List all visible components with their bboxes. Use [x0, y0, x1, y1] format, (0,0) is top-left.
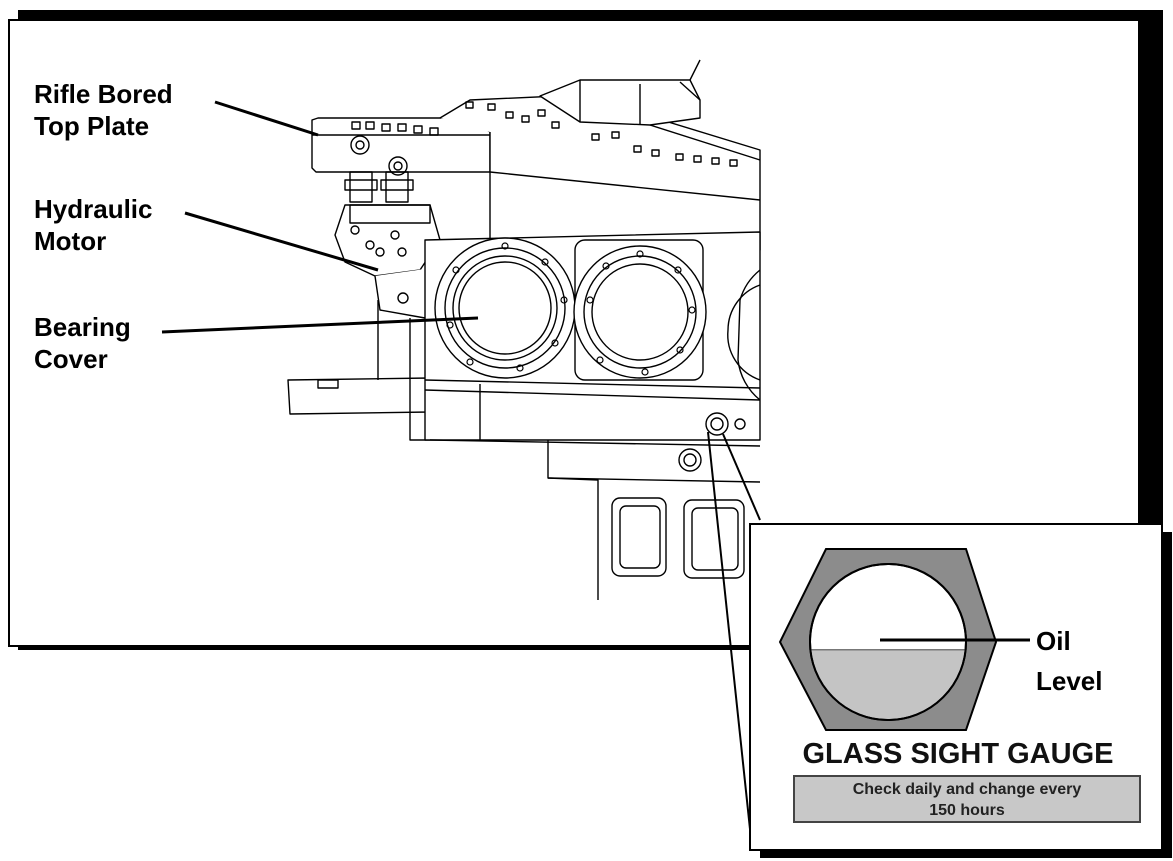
- label-hydraulic-motor-line2: Motor: [34, 226, 107, 256]
- housing-slot: [611, 497, 667, 577]
- motor-fitting: [385, 171, 409, 203]
- bearing-cover-3: [727, 269, 761, 401]
- gauge-title: GLASS SIGHT GAUGE: [802, 738, 1114, 770]
- top-plate-bolt-inner: [393, 161, 403, 171]
- top-plate-screws: [351, 121, 439, 136]
- machine-illustration: [287, 59, 761, 600]
- bearing-cover-2: [573, 239, 707, 381]
- callout-connector-lines: [707, 431, 761, 849]
- motor-fitting: [349, 171, 373, 203]
- top-plate-bolt: [388, 156, 408, 176]
- top-plate-bolt-inner: [355, 140, 365, 150]
- label-top-plate-line1: Rifle Bored: [34, 79, 173, 109]
- label-top-plate: Rifle Bored Top Plate: [34, 78, 173, 142]
- bearing-cover-1: [434, 237, 576, 379]
- housing-slot: [683, 499, 745, 579]
- label-top-plate-line2: Top Plate: [34, 111, 150, 141]
- leader-hydraulic-motor: [184, 211, 379, 272]
- label-bearing-cover-line2: Cover: [34, 344, 108, 374]
- leader-bearing-cover: [161, 316, 479, 334]
- label-oil-level-line2: Level: [1036, 666, 1103, 696]
- left-support: [377, 300, 430, 441]
- sight-gauge-port: [705, 412, 729, 436]
- label-bearing-cover: Bearing Cover: [34, 311, 131, 375]
- label-hydraulic-motor: Hydraulic Motor: [34, 193, 153, 257]
- gauge-note-line2: 150 hours: [929, 802, 1005, 819]
- top-plate-bolt: [350, 135, 370, 155]
- rail-bolts: [465, 101, 738, 167]
- label-hydraulic-motor-line1: Hydraulic: [34, 194, 153, 224]
- drain-plug: [678, 448, 702, 472]
- label-oil-level-line1: Oil: [1036, 626, 1071, 656]
- gauge-note: Check daily and change every 150 hours: [793, 775, 1141, 823]
- gauge-note-line1: Check daily and change every: [852, 781, 1082, 798]
- base-plate: [287, 377, 431, 415]
- label-oil-level: Oil Level: [1036, 625, 1103, 697]
- gauge-glass-rim: [809, 563, 967, 721]
- leader-lines: [161, 100, 479, 334]
- leader-top-plate: [214, 100, 319, 137]
- label-bearing-cover-line1: Bearing: [34, 312, 131, 342]
